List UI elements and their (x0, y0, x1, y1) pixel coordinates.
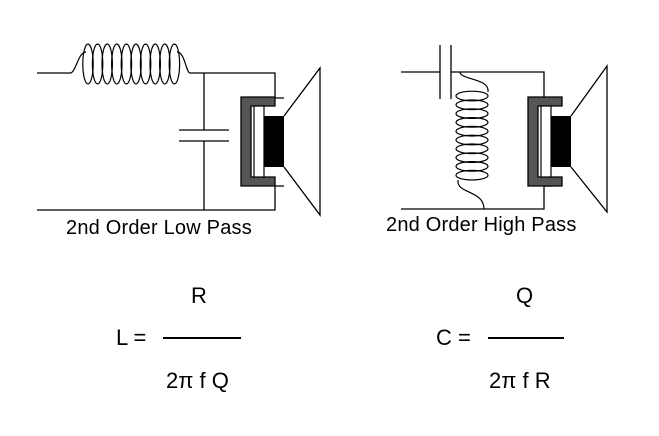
capacitor-formula-denominator: 2π f R (489, 368, 551, 393)
capacitor-formula-numerator: Q (516, 283, 534, 308)
low-pass-top-wire (190, 72, 284, 99)
high-pass-speaker (527, 63, 608, 214)
low-pass-inductor (69, 43, 191, 85)
inductor-formula-lhs: L = (116, 325, 147, 350)
low-pass-caption: 2nd Order Low Pass (66, 217, 252, 239)
high-pass-top-wire (451, 71, 553, 99)
low-pass-circuit (37, 43, 321, 217)
high-pass-inductor (455, 71, 489, 210)
capacitor-formula-lhs: C = (436, 325, 471, 350)
inductor-formula-numerator: R (191, 283, 207, 308)
inductor-formula-fraction-bar (163, 337, 241, 339)
high-pass-circuit (401, 45, 608, 214)
low-pass-speaker (240, 66, 321, 217)
high-pass-caption: 2nd Order High Pass (386, 214, 577, 236)
high-pass-bottom-wire (401, 185, 553, 210)
capacitor-formula-fraction-bar (488, 337, 564, 339)
low-pass-bottom-wire (37, 185, 284, 211)
inductor-formula-denominator: 2π f Q (166, 368, 229, 393)
